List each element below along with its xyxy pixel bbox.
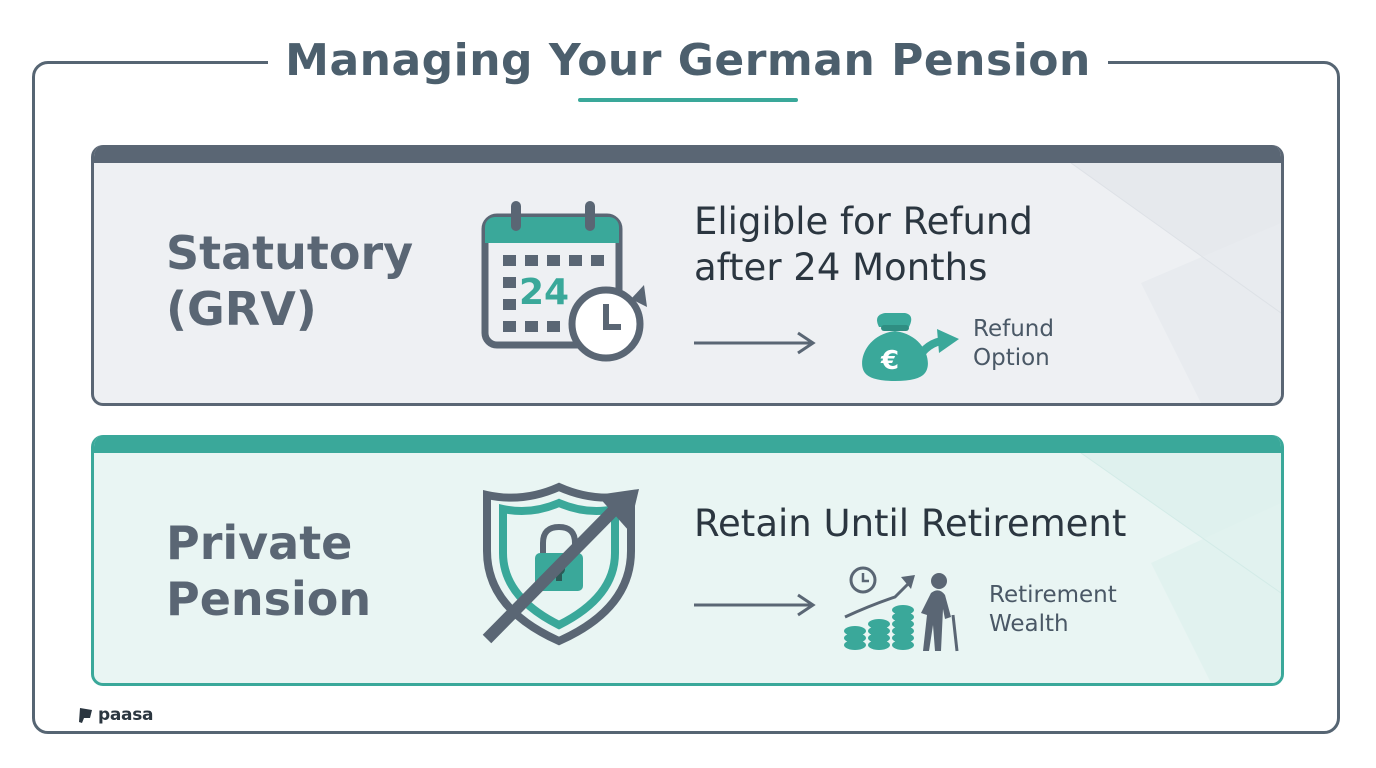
- paasa-logo-icon: [79, 708, 92, 723]
- arrow-right-icon: [694, 331, 816, 355]
- small-label-line: Option: [973, 345, 1050, 371]
- title-underline: [578, 98, 798, 102]
- small-label-line: Retirement: [989, 582, 1117, 608]
- background-pattern: [1080, 453, 1281, 683]
- small-label-line: Refund: [973, 316, 1054, 342]
- card-header-bar: [94, 145, 1281, 163]
- card-header-bar: [94, 435, 1281, 453]
- money-bag-euro-icon: €: [862, 313, 959, 381]
- heading-line: Retain Until Retirement: [694, 502, 1127, 545]
- label-line: Pension: [166, 572, 372, 626]
- label-line: (GRV): [166, 282, 317, 336]
- arrow-right-icon: [694, 593, 816, 617]
- retirement-wealth-icon: [844, 566, 959, 652]
- retirement-wealth-label: Retirement Wealth: [989, 581, 1117, 639]
- heading-line: after 24 Months: [694, 246, 988, 289]
- title-container: Managing Your German Pension: [268, 28, 1108, 98]
- background-pattern: [1070, 163, 1281, 403]
- svg-text:€: €: [880, 346, 899, 376]
- label-line: Statutory: [166, 226, 414, 280]
- brand-name: paasa: [98, 705, 154, 725]
- statutory-heading: Eligible for Refund after 24 Months: [694, 199, 1033, 291]
- brand-logo: paasa: [78, 703, 154, 727]
- calendar-clock-icon: 24: [481, 201, 647, 362]
- private-label: Private Pension: [166, 515, 371, 627]
- refund-option-label: Refund Option: [973, 315, 1054, 373]
- label-line: Private: [166, 516, 353, 570]
- page-title: Managing Your German Pension: [285, 35, 1091, 86]
- private-card: Private Pension Retain Until Retirement: [91, 435, 1284, 686]
- shield-lock-growth-icon: [482, 482, 639, 646]
- statutory-card: Statutory (GRV) 24 Eligible for Refund a…: [91, 145, 1284, 406]
- statutory-label: Statutory (GRV): [166, 225, 413, 337]
- heading-line: Eligible for Refund: [694, 200, 1033, 243]
- private-heading: Retain Until Retirement: [694, 501, 1126, 547]
- small-label-line: Wealth: [989, 611, 1069, 637]
- calendar-number: 24: [519, 272, 569, 313]
